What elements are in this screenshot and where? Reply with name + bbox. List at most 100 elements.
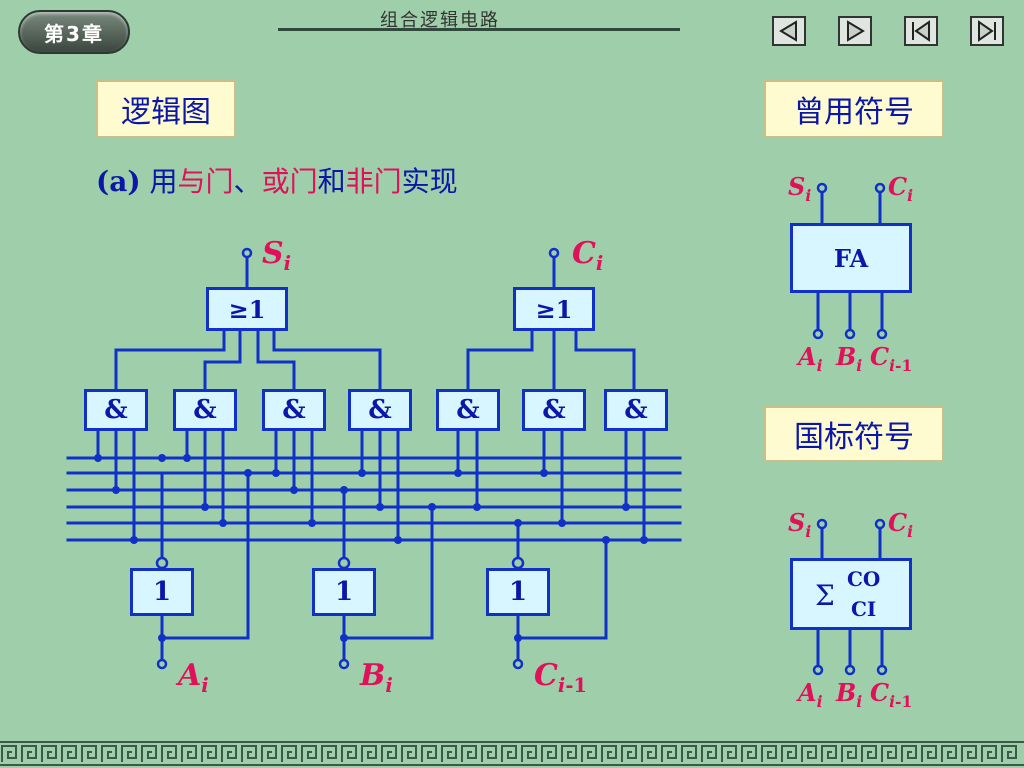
and-gate-2: & bbox=[173, 389, 237, 431]
subtitle-tag: (a) bbox=[96, 165, 141, 198]
signal-letter: S bbox=[788, 172, 806, 201]
not-gate-c: 1 bbox=[486, 568, 550, 616]
signal-sub: i bbox=[907, 185, 914, 205]
or-gate-label: ≥1 bbox=[535, 294, 573, 324]
last-button[interactable] bbox=[970, 16, 1004, 46]
first-button[interactable] bbox=[904, 16, 938, 46]
ci-label: CI bbox=[851, 597, 877, 621]
signal-letter: A bbox=[798, 342, 817, 371]
signal-sub: i bbox=[557, 674, 566, 697]
signal-letter: B bbox=[360, 658, 386, 693]
signal-sub: i bbox=[816, 691, 823, 711]
signal-sub: i bbox=[889, 691, 896, 711]
and-gate-7: & bbox=[604, 389, 668, 431]
signal-sub: i bbox=[283, 252, 292, 275]
fa-signal-c: Ci bbox=[888, 172, 913, 205]
fa-signal-cin: Ci-1 bbox=[870, 342, 912, 375]
signal-letter: S bbox=[262, 236, 284, 271]
signal-c-out: Ci bbox=[572, 236, 603, 275]
page-title: 组合逻辑电路 bbox=[380, 10, 500, 31]
and-gate-label: & bbox=[368, 395, 392, 425]
not-gate-label: 1 bbox=[152, 577, 172, 607]
subtitle-part: 实现 bbox=[401, 165, 458, 198]
triangle-left-icon bbox=[779, 20, 797, 42]
signal-sub: -1 bbox=[565, 674, 587, 697]
skip-first-icon bbox=[912, 20, 930, 42]
subtitle: (a) 用与门、或门和非门实现 bbox=[96, 160, 458, 200]
signal-letter: C bbox=[870, 342, 890, 371]
signal-sub: i bbox=[816, 355, 823, 375]
or-gate-label: ≥1 bbox=[228, 294, 266, 324]
logic-diagram-label: 逻辑图 bbox=[96, 80, 236, 138]
signal-letter: C bbox=[888, 172, 908, 201]
subtitle-part: 和 bbox=[317, 165, 346, 198]
triangle-right-icon bbox=[847, 20, 865, 42]
signal-sub: -1 bbox=[895, 355, 913, 375]
signal-cin-in: Ci-1 bbox=[534, 658, 587, 697]
and-gate-3: & bbox=[262, 389, 326, 431]
signal-letter: C bbox=[534, 658, 558, 693]
signal-sub: i bbox=[385, 674, 393, 697]
not-gate-b: 1 bbox=[312, 568, 376, 616]
signal-letter: B bbox=[836, 678, 857, 707]
chapter-badge: 第3章 bbox=[18, 10, 130, 54]
signal-letter: A bbox=[178, 658, 202, 693]
gb-signal-s: Si bbox=[788, 508, 811, 541]
common-symbol-label: 曾用符号 bbox=[764, 80, 944, 138]
signal-b-in: Bi bbox=[360, 658, 393, 697]
and-gate-label: & bbox=[456, 395, 480, 425]
gb-signal-b: Bi bbox=[836, 678, 862, 711]
and-gate-term: 与门 bbox=[177, 165, 234, 198]
signal-letter: B bbox=[836, 342, 857, 371]
not-gate-term: 非门 bbox=[345, 165, 402, 198]
signal-letter: C bbox=[572, 236, 596, 271]
signal-sub: i bbox=[856, 355, 863, 375]
and-gate-label: & bbox=[624, 395, 648, 425]
fa-signal-a: Ai bbox=[798, 342, 823, 375]
not-gate-label: 1 bbox=[508, 577, 528, 607]
fa-label: FA bbox=[833, 243, 869, 273]
and-gate-6: & bbox=[522, 389, 586, 431]
subtitle-part: 用 bbox=[140, 165, 178, 198]
co-label: CO bbox=[847, 567, 881, 591]
signal-sub: i bbox=[595, 252, 604, 275]
skip-last-icon bbox=[978, 20, 996, 42]
sigma-symbol: Σ bbox=[815, 579, 835, 612]
or-gate-s: ≥1 bbox=[206, 287, 288, 331]
and-gate-label: & bbox=[282, 395, 306, 425]
and-gate-label: & bbox=[193, 395, 217, 425]
signal-sub: i bbox=[856, 691, 863, 711]
signal-a-in: Ai bbox=[178, 658, 209, 697]
decorative-border bbox=[0, 741, 1024, 766]
signal-sub: i bbox=[907, 521, 914, 541]
signal-sub: i bbox=[201, 674, 209, 697]
and-gate-1: & bbox=[84, 389, 148, 431]
not-gate-a: 1 bbox=[130, 568, 194, 616]
or-gate-c: ≥1 bbox=[513, 287, 595, 331]
signal-letter: C bbox=[888, 508, 908, 537]
signal-sub: i bbox=[889, 355, 896, 375]
signal-s-out: Si bbox=[262, 236, 291, 275]
subtitle-part: 、 bbox=[233, 165, 262, 198]
and-gate-label: & bbox=[104, 395, 128, 425]
and-gate-5: & bbox=[436, 389, 500, 431]
signal-sub: i bbox=[805, 185, 812, 205]
national-symbol-label: 国标符号 bbox=[764, 406, 944, 462]
next-button[interactable] bbox=[838, 16, 872, 46]
signal-letter: A bbox=[798, 678, 817, 707]
not-gate-label: 1 bbox=[334, 577, 354, 607]
gb-signal-cin: Ci-1 bbox=[870, 678, 912, 711]
signal-letter: C bbox=[870, 678, 890, 707]
signal-letter: S bbox=[788, 508, 806, 537]
and-gate-label: & bbox=[542, 395, 566, 425]
and-gate-4: & bbox=[348, 389, 412, 431]
signal-sub: i bbox=[805, 521, 812, 541]
prev-button[interactable] bbox=[772, 16, 806, 46]
gb-block: Σ CO CI bbox=[790, 558, 912, 630]
title-underline bbox=[278, 28, 680, 31]
fa-signal-s: Si bbox=[788, 172, 811, 205]
signal-sub: -1 bbox=[895, 691, 913, 711]
gb-signal-c: Ci bbox=[888, 508, 913, 541]
gb-signal-a: Ai bbox=[798, 678, 823, 711]
